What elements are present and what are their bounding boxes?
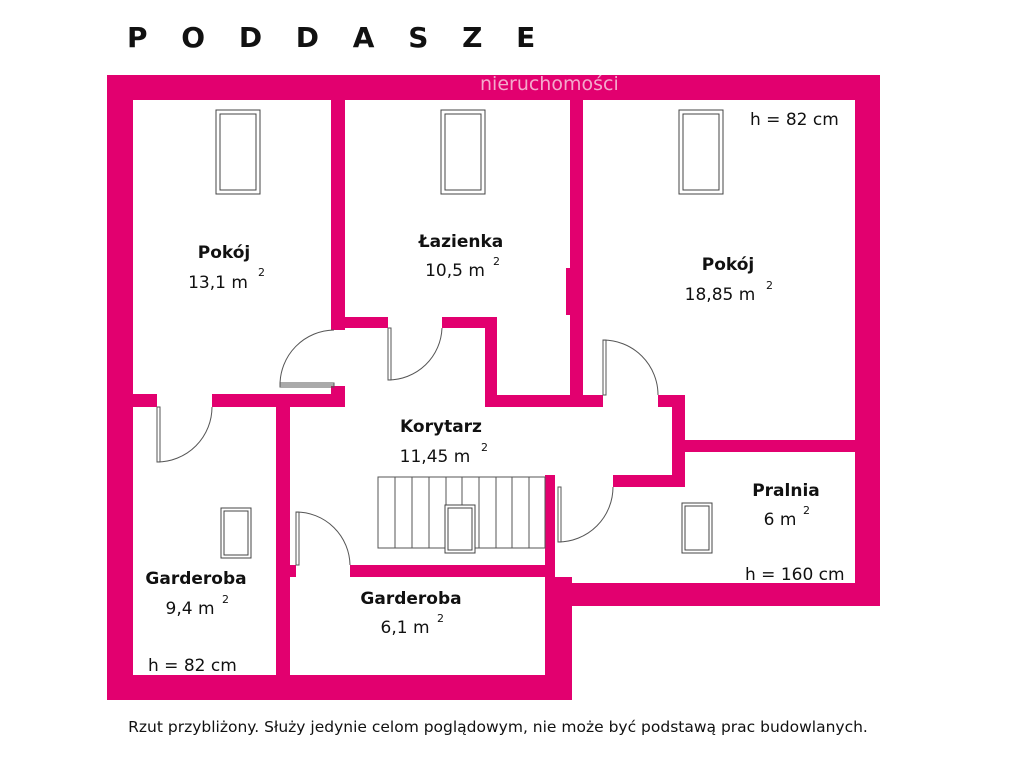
room-area: 11,45 m <box>400 447 471 467</box>
room-name: Korytarz <box>400 417 482 437</box>
room-name: Pokój <box>198 243 251 263</box>
walls <box>107 75 880 700</box>
staircase <box>377 476 546 554</box>
sup: 2 <box>493 255 500 268</box>
sup: 2 <box>803 504 810 517</box>
room-lazienka: Łazienka 10,5 m 2 <box>418 232 504 281</box>
watermark: nieruchomości <box>480 73 619 95</box>
room-area: 6,1 m <box>381 618 430 638</box>
sup: 2 <box>481 441 488 454</box>
room-name: Pokój <box>702 255 755 275</box>
room-pralnia: Pralnia 6 m 2 h = 160 cm <box>745 481 845 585</box>
sup: 2 <box>222 593 229 606</box>
sup: 2 <box>437 612 444 625</box>
room-garderoba-1: Garderoba 9,4 m 2 h = 82 cm <box>145 569 246 676</box>
room-area: 9,4 m <box>166 599 215 619</box>
room-height: h = 82 cm <box>750 110 839 130</box>
floor-title: P O D D A S Z E <box>127 21 547 54</box>
room-height: h = 82 cm <box>148 656 237 676</box>
room-area: 10,5 m <box>425 261 485 281</box>
skylight-windows <box>215 109 724 559</box>
sup: 2 <box>766 279 773 292</box>
room-area: 18,85 m <box>685 285 756 305</box>
disclaimer-caption: Rzut przybliżony. Służy jedynie celom po… <box>128 718 868 736</box>
room-pokoj-1: Pokój 13,1 m 2 <box>188 243 265 293</box>
room-korytarz: Korytarz 11,45 m 2 <box>400 417 488 467</box>
sup: 2 <box>258 266 265 279</box>
room-name: Garderoba <box>145 569 246 589</box>
room-name: Garderoba <box>360 589 461 609</box>
room-pokoj-2: h = 82 cm Pokój 18,85 m 2 <box>685 110 839 305</box>
room-area: 6 m <box>764 510 797 530</box>
room-name: Pralnia <box>752 481 820 501</box>
room-name: Łazienka <box>418 232 504 252</box>
room-area: 13,1 m <box>188 273 248 293</box>
doors <box>156 327 659 566</box>
room-height: h = 160 cm <box>745 565 845 585</box>
room-garderoba-2: Garderoba 6,1 m 2 <box>360 589 461 638</box>
